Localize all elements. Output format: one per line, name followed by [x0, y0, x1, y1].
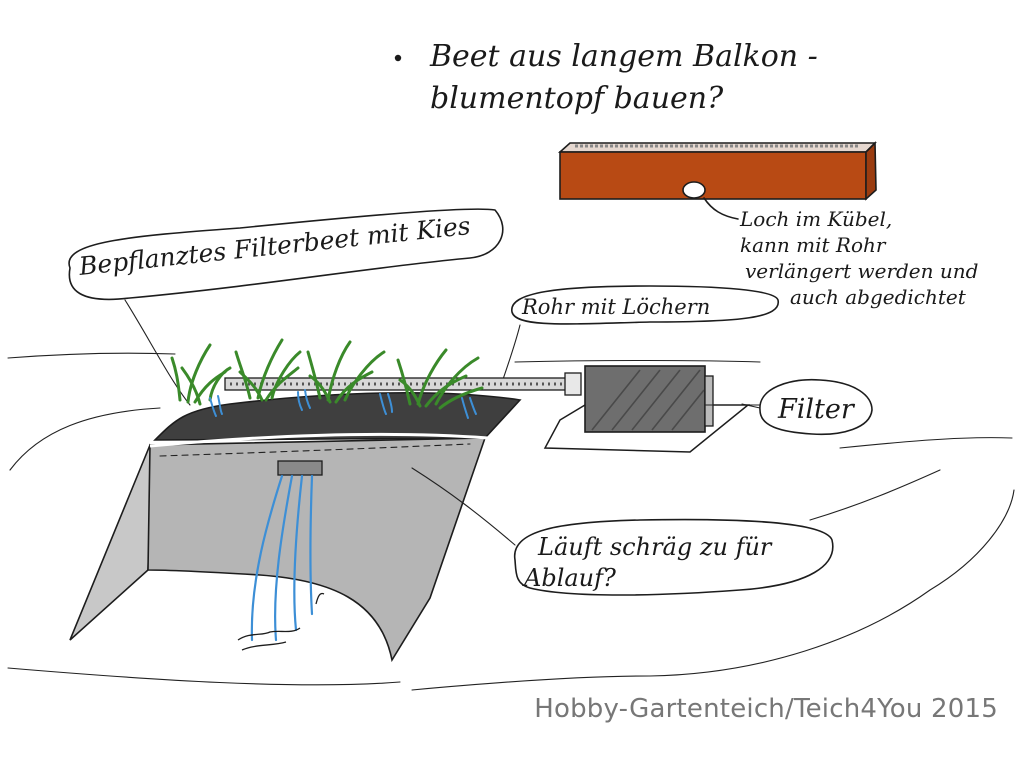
bed-top-rim — [149, 432, 489, 448]
ablauf-pointer — [411, 467, 516, 546]
hole-note-line1: Loch im Kübel, — [739, 207, 892, 231]
ground-line-left — [7, 352, 176, 359]
pond-bank-right-mid — [809, 469, 941, 521]
outlet-slot — [277, 460, 323, 476]
bullet-dot — [394, 54, 402, 62]
water-splash — [237, 592, 325, 651]
filter-bubble-text: Filter — [777, 394, 856, 425]
bed-front-rim — [159, 443, 471, 457]
rohr-bubble-text: Rohr mit Löchern — [521, 295, 710, 319]
bed-front-panel — [147, 437, 487, 663]
bed-side-panel — [69, 443, 154, 641]
filter-bubble — [759, 378, 873, 436]
bullet-note-line2: blumentopf bauen? — [430, 81, 724, 116]
water-stream — [250, 474, 314, 642]
hole-note-line3: verlängert werden und — [745, 259, 978, 283]
balcony-planter — [557, 141, 877, 201]
filterbeet-bubble-text: Bepflanztes Filterbeet mit Kies — [77, 211, 472, 281]
pond-bank-left — [9, 407, 161, 471]
ablauf-bubble-text1: Läuft schräg zu für — [537, 533, 773, 561]
rohr-bubble — [511, 285, 779, 325]
perforated-pipe — [224, 372, 582, 396]
ground-line-right — [514, 359, 761, 363]
ablauf-bubble-text2: Ablauf? — [522, 564, 616, 592]
pond-bank-right — [411, 489, 1015, 691]
filter-box — [584, 365, 714, 433]
hole-note-line2: kann mit Rohr — [740, 233, 887, 257]
hole-note-line4: auch abgedichtet — [790, 285, 967, 309]
pond-edge-bottom — [7, 667, 401, 686]
planter-hole — [682, 181, 706, 199]
filter-pointer — [741, 403, 761, 409]
pond-bank-right-upper — [839, 437, 1013, 449]
plant-roots — [209, 389, 477, 419]
bullet-note-line1: Beet aus langem Balkon - — [429, 39, 818, 74]
credit-watermark: Hobby-Gartenteich/Teich4You 2015 — [534, 694, 998, 724]
hole-pointer-line — [703, 197, 739, 220]
filterbeet-bubble — [68, 208, 504, 301]
plants — [170, 338, 484, 410]
ablauf-bubble — [514, 518, 834, 596]
filterbeet-pointer — [124, 299, 191, 406]
